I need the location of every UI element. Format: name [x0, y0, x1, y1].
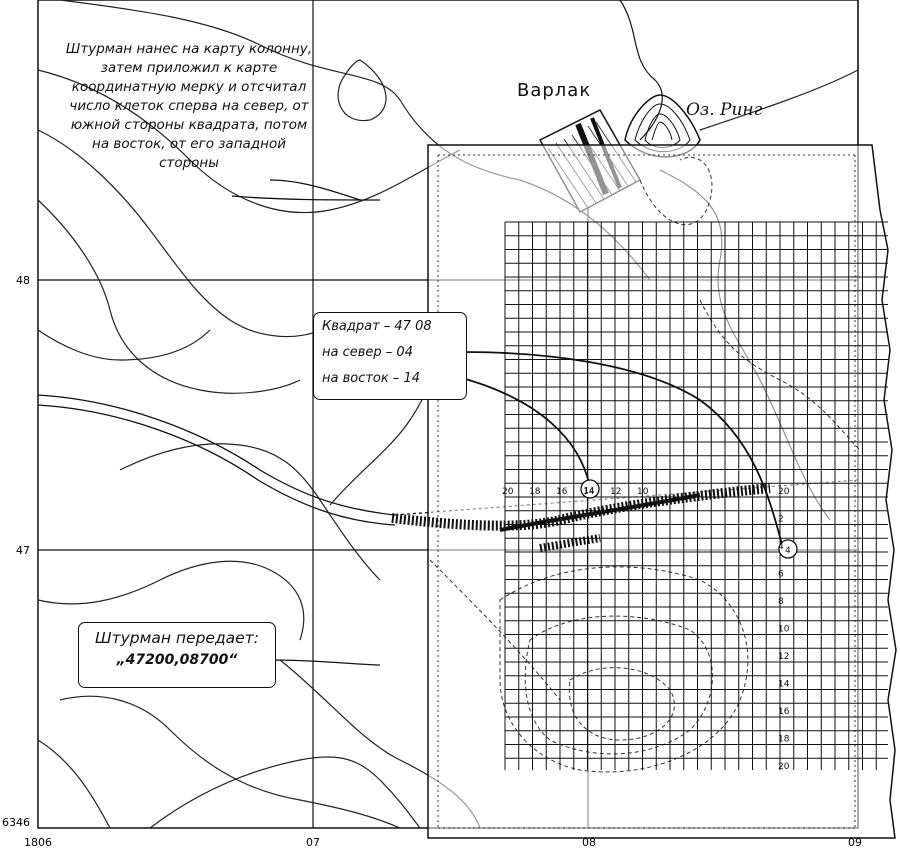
coordinate-labels: 48 47 6346 1806 07 08 09 [2, 274, 862, 849]
ruler-h-label: 20 [502, 487, 514, 497]
label-y-47: 47 [16, 544, 30, 557]
transmission-coordinates: „47200,08700“ [116, 652, 238, 668]
ruler-v-label: 20 [778, 487, 790, 497]
label-x-09: 09 [848, 836, 862, 849]
leader-lines [231, 179, 381, 666]
label-y-corner: 6346 [2, 816, 30, 829]
east-mark-label: 14 [584, 486, 594, 495]
label-x-corner: 1806 [24, 836, 52, 849]
ruler-h-label: 10 [637, 487, 649, 497]
north-mark-label: 4 [785, 546, 791, 556]
ruler-h-label: 14 [583, 487, 595, 497]
ruler-v-label: 2 [778, 515, 784, 525]
east-count-line: на восток – 14 [322, 371, 421, 386]
lake-label: Оз. Ринг [686, 100, 763, 120]
convoy-column [391, 483, 771, 552]
label-y-48: 48 [16, 274, 30, 287]
north-count-line: на север – 04 [322, 345, 413, 360]
ruler-h-label: 12 [610, 487, 621, 497]
overlay-sheet [427, 144, 897, 839]
ruler-v-label: 18 [778, 735, 790, 745]
ruler-v-label: 12 [778, 652, 789, 662]
ruler-v-label: 14 [778, 680, 790, 690]
village-label: Варлак [517, 80, 592, 101]
ruler-vertical-labels: 20 2 4 6 8 10 12 14 16 18 20 [778, 487, 790, 772]
ruler-horizontal-labels: 20 18 16 14 12 10 [502, 487, 649, 497]
ruler-v-label: 16 [778, 707, 790, 717]
contour-lines [37, 0, 859, 829]
square-readout-box: Квадрат – 47 08 на север – 04 на восток … [313, 312, 467, 400]
ruler-h-label: 16 [556, 487, 568, 497]
ruler-v-label: 6 [778, 570, 784, 580]
ruler-v-label: 10 [778, 625, 790, 635]
east-mark [580, 479, 600, 499]
ruler-v-label: 20 [778, 762, 790, 772]
transmission-title: Штурман передает: [95, 629, 259, 647]
north-mark [778, 539, 798, 559]
overlay-dotted-frame [437, 154, 856, 829]
transmission-box: Штурман передает: „47200,08700“ [78, 622, 276, 688]
label-x-07: 07 [306, 836, 320, 849]
ruler-h-label: 18 [529, 487, 541, 497]
ruler-v-label: 4 [778, 542, 784, 552]
navigator-note: Штурман нанес на карту колонну, затем пр… [65, 41, 313, 171]
coordinate-measure-grid [504, 221, 888, 770]
measurement-arrows [461, 351, 784, 549]
label-x-08: 08 [582, 836, 596, 849]
square-line: Квадрат – 47 08 [322, 319, 432, 334]
ruler-v-label: 8 [778, 597, 784, 607]
